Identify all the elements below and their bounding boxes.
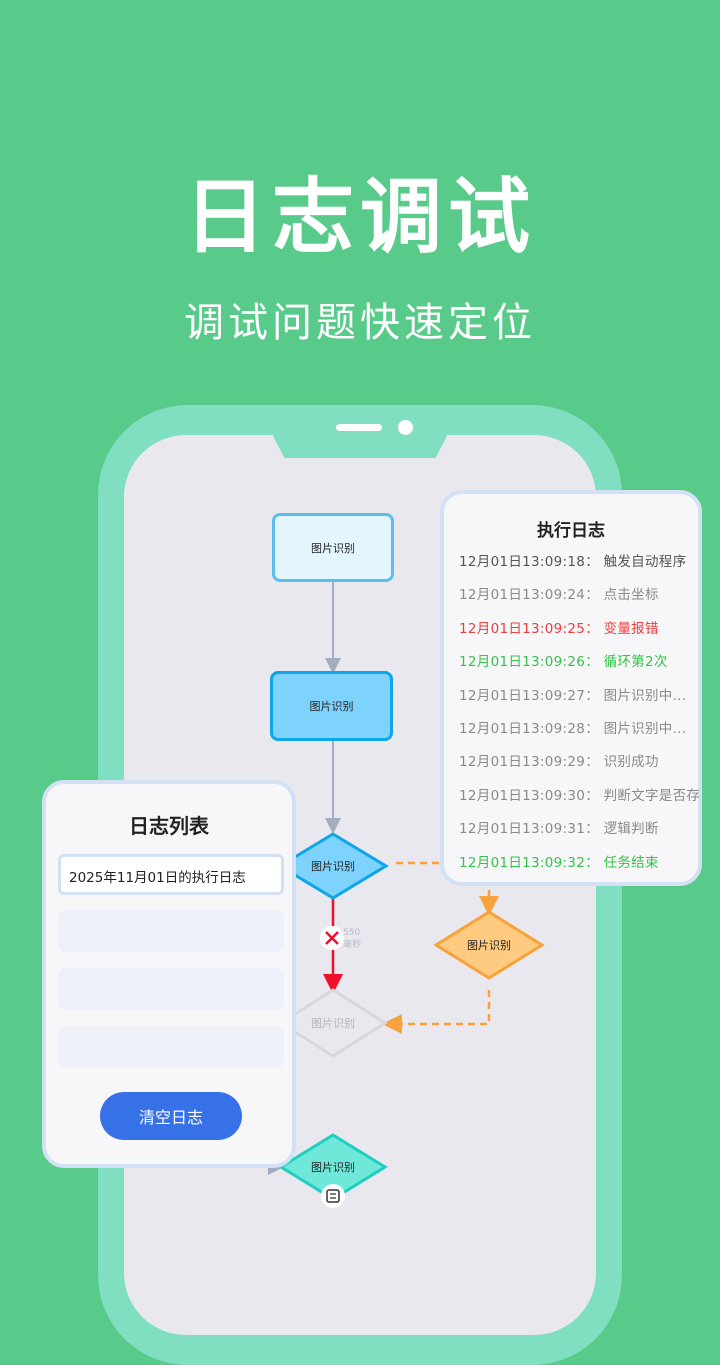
log-line: 12月01日13:09:29： 识别成功 <box>459 754 659 771</box>
node-label: 图片识别 <box>311 541 355 555</box>
settings-icon <box>326 1189 340 1203</box>
decision-node-blue <box>277 832 389 900</box>
node-label: 图片识别 <box>311 1161 355 1174</box>
page-subtitle: 调试问题快速定位 <box>184 300 536 346</box>
phone-camera <box>398 420 413 435</box>
flow-node-2[interactable]: 图片识别 <box>270 671 393 741</box>
flow-node-6[interactable]: 图片识别 <box>293 1157 373 1177</box>
decision-node-gray <box>278 988 388 1058</box>
decision-node-orange <box>433 910 545 980</box>
phone-notch <box>270 430 450 458</box>
flow-node-4[interactable]: 图片识别 <box>449 935 529 955</box>
flow-node-1[interactable]: 图片识别 <box>272 513 394 582</box>
node-label: 图片识别 <box>467 939 511 952</box>
exec-log-panel: 执行日志 12月01日13:09:18： 触发自动程序 12月01日13:09:2… <box>440 490 702 886</box>
exec-log-title: 执行日志 <box>537 521 605 541</box>
phone-speaker <box>336 424 382 431</box>
delay-unit: 毫秒 <box>343 940 362 950</box>
log-list-panel: 日志列表 2025年11月01日的执行日志 清空日志 <box>42 780 296 1168</box>
log-list-item-selected[interactable]: 2025年11月01日的执行日志 <box>58 854 284 895</box>
node-label: 图片识别 <box>309 700 354 713</box>
log-line: 12月01日13:09:27： 图片识别中... <box>459 687 687 704</box>
node-label: 图片识别 <box>311 860 355 873</box>
log-line: 12月01日13:09:24： 点击坐标 <box>459 587 659 604</box>
error-x-icon <box>325 931 339 945</box>
log-list-item[interactable] <box>58 968 284 1010</box>
log-line: 12月01日13:09:18： 触发自动程序 <box>459 554 687 570</box>
log-line: 12月01日13:09:31： 逻辑判断 <box>459 821 659 838</box>
flow-node-3[interactable]: 图片识别 <box>293 856 373 876</box>
delay-value: 550 <box>343 928 361 938</box>
flow-connectors <box>220 582 545 1208</box>
log-line: 12月01日13:09:28： 图片识别中... <box>459 721 687 737</box>
page-title: 日志调试 <box>183 170 536 265</box>
log-line: 12月01日13:09:32： 任务结束 <box>459 854 659 871</box>
log-list-item[interactable] <box>58 910 284 952</box>
clear-logs-button[interactable]: 清空日志 <box>100 1092 242 1140</box>
node-label: 图片识别 <box>311 1017 355 1030</box>
log-line: 12月01日13:09:26： 循环第2次 <box>459 654 668 671</box>
log-line: 12月01日13:09:30： 判断文字是否存 <box>459 787 701 804</box>
log-list-title: 日志列表 <box>129 814 209 838</box>
flow-node-5[interactable]: 图片识别 <box>293 1013 373 1033</box>
log-line: 12月01日13:09:25： 变量报错 <box>459 620 659 637</box>
log-list-item[interactable] <box>58 1026 284 1068</box>
delay-label: 550 毫秒 <box>343 927 361 951</box>
